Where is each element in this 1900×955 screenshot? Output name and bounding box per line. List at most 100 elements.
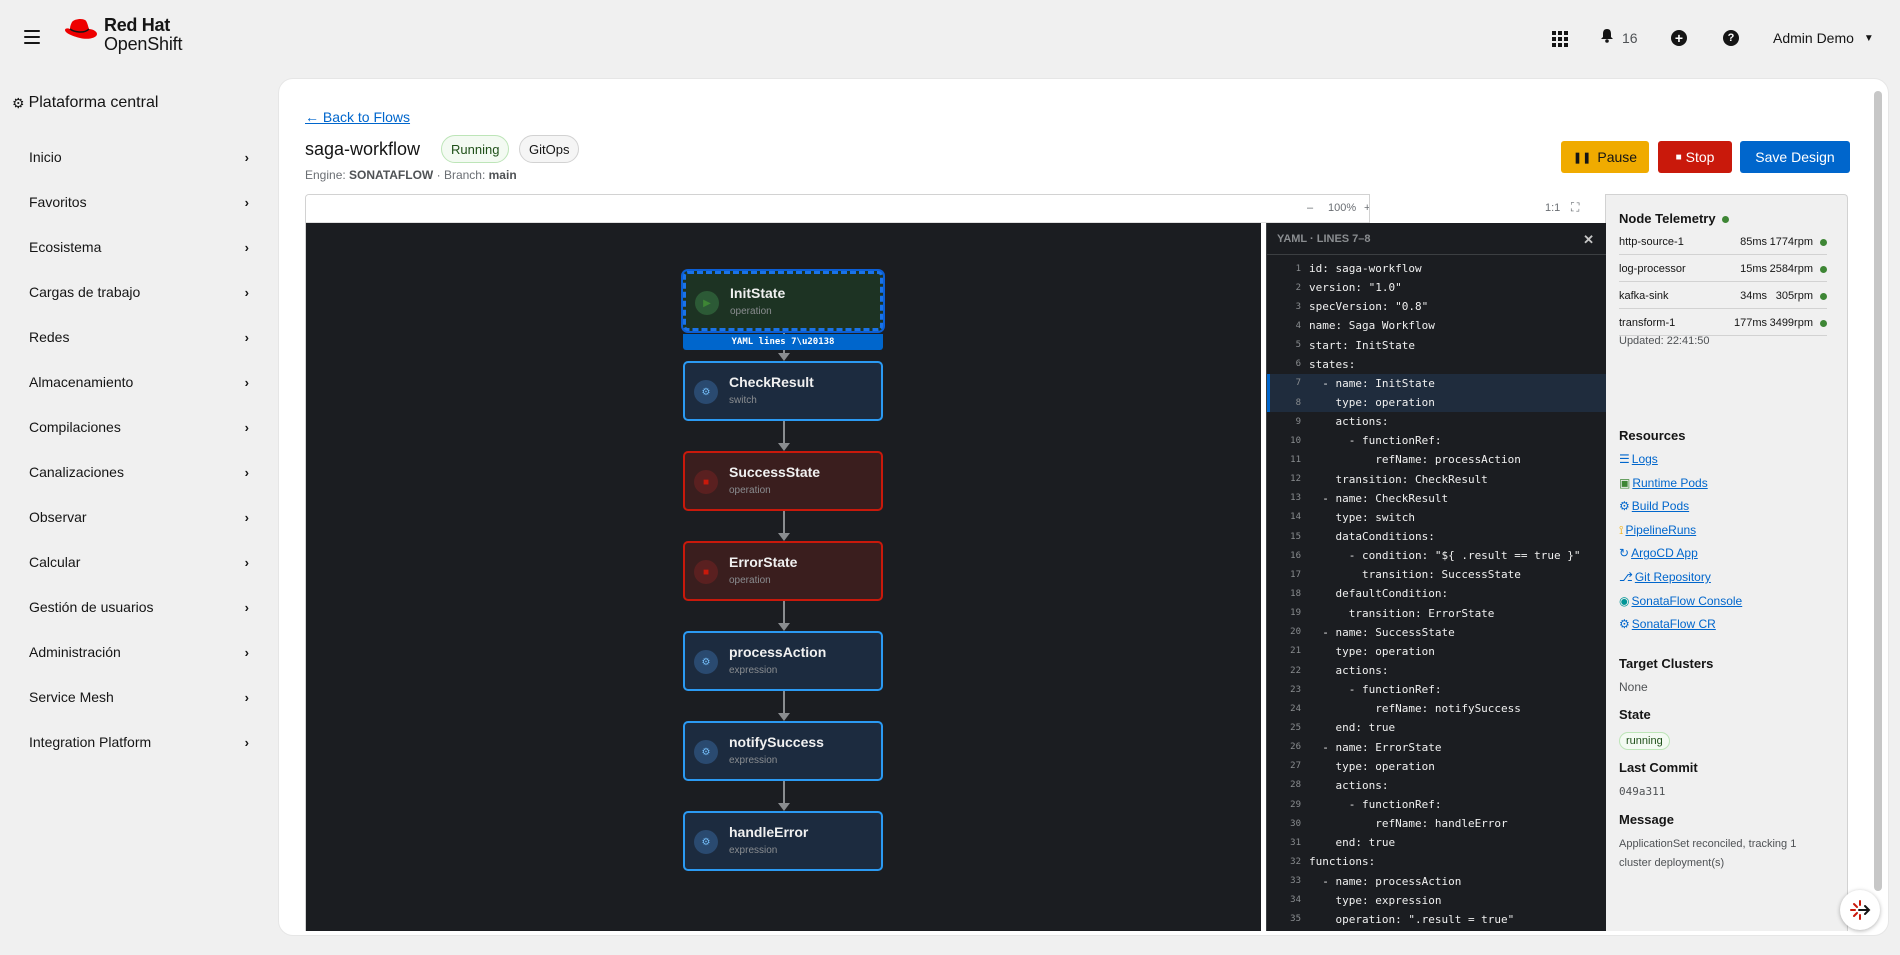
sidebar-item[interactable]: Observar›: [29, 502, 249, 532]
hamburger-menu-icon[interactable]: [24, 30, 40, 44]
yaml-line: 22 actions:: [1267, 661, 1606, 680]
zoom-out-button[interactable]: –: [1307, 202, 1314, 214]
sidebar-item[interactable]: Inicio›: [29, 142, 249, 172]
openshift-logo[interactable]: Red Hat OpenShift: [64, 16, 182, 54]
edge-arrow-icon: [778, 443, 790, 451]
status-badge: Running: [441, 135, 510, 163]
back-to-flows-link[interactable]: ← Back to Flows: [305, 109, 411, 125]
quick-create-icon[interactable]: +: [1671, 30, 1687, 46]
resource-label: Runtime Pods: [1632, 475, 1708, 490]
yaml-line: 20 - name: SuccessState: [1267, 623, 1606, 642]
engine-value: SONATAFLOW: [349, 168, 434, 182]
resource-link[interactable]: ☰Logs: [1619, 452, 1658, 466]
health-dot-icon: [1820, 293, 1827, 300]
sidebar-item[interactable]: Redes›: [29, 322, 249, 352]
user-menu[interactable]: Admin Demo▼: [1773, 30, 1874, 46]
save-design-button[interactable]: Save Design: [1740, 141, 1850, 173]
sidebar-item[interactable]: Service Mesh›: [29, 682, 249, 712]
sidebar-item[interactable]: Canalizaciones›: [29, 457, 249, 487]
fit-button[interactable]: 1:1: [1545, 202, 1561, 214]
resource-icon: ↻: [1619, 546, 1630, 561]
sidebar-item[interactable]: Cargas de trabajo›: [29, 277, 249, 307]
line-number: 18: [1290, 588, 1301, 599]
line-number: 21: [1290, 646, 1301, 657]
zoom-in-button[interactable]: +: [1364, 202, 1370, 214]
sidebar-item[interactable]: Gestión de usuarios›: [29, 592, 249, 622]
line-number: 10: [1290, 435, 1301, 446]
app-launcher-icon[interactable]: [1552, 31, 1568, 47]
resource-link[interactable]: ↻ArgoCD App: [1619, 546, 1698, 560]
canvas-toolbar: – 100% +: [306, 195, 1370, 223]
sidebar-item-label: Calcular: [29, 554, 81, 570]
sidebar-item-label: Administración: [29, 644, 121, 660]
sidebar-item[interactable]: Integration Platform›: [29, 727, 249, 757]
line-number: 2: [1295, 282, 1301, 293]
assistant-fab-icon[interactable]: [1840, 890, 1880, 930]
chevron-right-icon: ›: [244, 509, 249, 525]
pause-button[interactable]: ❚❚Pause: [1561, 141, 1649, 173]
sidebar-item[interactable]: Almacenamiento›: [29, 367, 249, 397]
resource-icon: ▣: [1619, 475, 1631, 490]
close-icon[interactable]: ✕: [1583, 232, 1594, 247]
bell-icon[interactable]: [1600, 28, 1614, 43]
resource-link[interactable]: ▣Runtime Pods: [1619, 476, 1708, 490]
resource-label: ArgoCD App: [1631, 546, 1698, 561]
masthead: Red Hat OpenShift 16 + ? Admin Demo▼: [0, 0, 1900, 76]
chevron-right-icon: ›: [244, 644, 249, 660]
play-icon: ▶: [695, 291, 719, 315]
yaml-line: 28 actions:: [1267, 776, 1606, 795]
stop-button[interactable]: ■Stop: [1658, 141, 1732, 173]
yaml-code-text: version: "1.0": [1309, 281, 1402, 295]
chevron-right-icon: ›: [244, 689, 249, 705]
fullscreen-icon[interactable]: ⛶: [1571, 200, 1580, 214]
resource-label: Logs: [1631, 452, 1658, 466]
sidebar-item[interactable]: Ecosistema›: [29, 232, 249, 262]
last-commit-heading: Last Commit: [1619, 760, 1698, 775]
stop-icon: ■: [694, 560, 718, 584]
resource-link[interactable]: ⎇Git Repository: [1619, 570, 1711, 584]
node-type: operation: [729, 575, 771, 586]
throughput: 3499rpm: [1769, 317, 1813, 329]
resource-icon: ⚙: [1619, 499, 1630, 514]
scrollbar[interactable]: [1874, 91, 1882, 891]
node-title: handleError: [729, 824, 809, 840]
line-number: 12: [1290, 474, 1301, 485]
yaml-code-text: transition: CheckResult: [1309, 472, 1488, 486]
notification-count[interactable]: 16: [1622, 30, 1638, 46]
sidebar-item-label: Cargas de trabajo: [29, 284, 141, 300]
throughput: 1774rpm: [1769, 236, 1813, 248]
yaml-code-text: type: operation: [1309, 396, 1435, 410]
source-badge: GitOps: [519, 135, 580, 163]
chevron-right-icon: ›: [244, 374, 249, 390]
zoom-level: 100%: [1328, 202, 1357, 214]
line-number: 32: [1290, 856, 1301, 867]
resource-link[interactable]: ◉SonataFlow Console: [1619, 594, 1742, 608]
throughput: 2584rpm: [1769, 263, 1813, 275]
sidebar-item[interactable]: Calcular›: [29, 547, 249, 577]
perspective-switcher[interactable]: ⚙Plataforma central: [12, 94, 158, 112]
help-icon[interactable]: ?: [1723, 30, 1739, 46]
yaml-line: 10 - functionRef:: [1267, 431, 1606, 450]
resource-link[interactable]: ⚙SonataFlow CR: [1619, 617, 1716, 631]
sidebar-item[interactable]: Favoritos›: [29, 187, 249, 217]
resource-link[interactable]: ⚙Build Pods: [1619, 499, 1689, 513]
sidebar-item[interactable]: Compilaciones›: [29, 412, 249, 442]
sidebar-item-label: Favoritos: [29, 194, 87, 210]
resource-label: SonataFlow CR: [1631, 617, 1716, 632]
yaml-code-text: type: expression: [1309, 893, 1442, 907]
resource-link[interactable]: ⟟PipelineRuns: [1619, 523, 1696, 538]
line-number: 5: [1295, 340, 1301, 351]
sidebar-item[interactable]: Administración ›: [29, 637, 249, 667]
